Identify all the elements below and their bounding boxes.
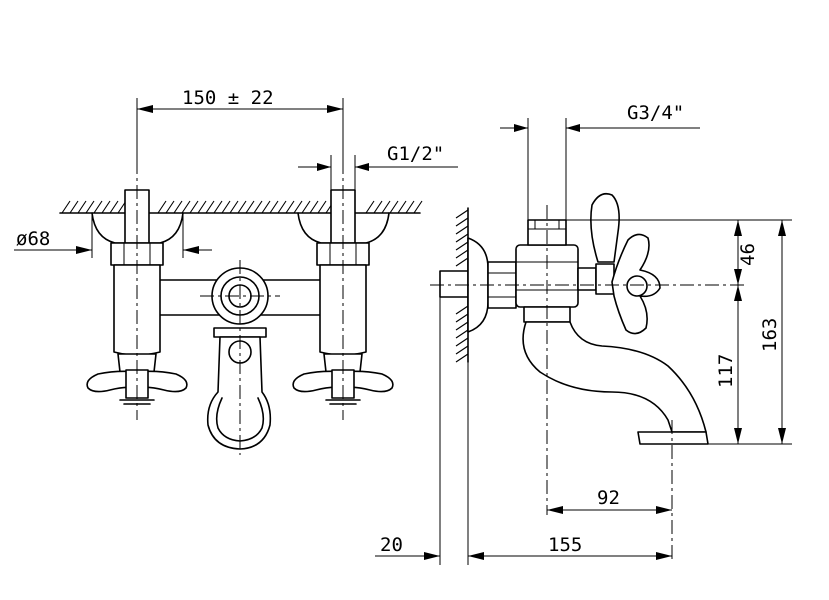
label-spout-reach: 92 (597, 487, 620, 509)
hatch-line (173, 200, 183, 214)
hatch-line (109, 200, 119, 214)
dim-spout-reach: 92 (547, 487, 672, 514)
hatch-line (205, 200, 215, 214)
hatch-line (293, 200, 303, 214)
hatch-line (455, 249, 469, 259)
front-wall (59, 200, 423, 214)
hatch-line (309, 200, 319, 214)
hatch-line (455, 257, 469, 267)
hatch-line (93, 200, 103, 214)
label-handle-height: 46 (737, 243, 759, 266)
hatch-line (317, 200, 327, 214)
hatch-line (455, 305, 469, 315)
dim-horizontal-bottom: 20 155 (375, 297, 672, 565)
hatch-line (85, 200, 95, 214)
hatch-line (389, 200, 399, 214)
hatch-line (77, 200, 87, 214)
hatch-line (455, 353, 469, 363)
hatch-line (301, 200, 311, 214)
label-front-width: 150 ± 22 (182, 87, 274, 109)
hatch-line (455, 225, 469, 235)
side-view: G3/4" 46 117 163 92 (375, 102, 792, 565)
hatch-line (61, 200, 71, 214)
hatch-line (455, 321, 469, 331)
hatch-line (365, 200, 375, 214)
side-spout-tip (637, 431, 709, 445)
hatch-line (213, 200, 223, 214)
front-view: 150 ± 22 G1/2" ø68 (14, 87, 458, 455)
hatch-line (253, 200, 263, 214)
hatch-line (455, 217, 469, 227)
dim-front-width: 150 ± 22 (136, 87, 344, 160)
hatch-line (165, 200, 175, 214)
hatch-line (455, 345, 469, 355)
dim-rosette-diameter: ø68 (14, 213, 212, 258)
label-spout-height: 117 (715, 354, 737, 388)
hatch-line (455, 209, 469, 219)
hatch-line (455, 233, 469, 243)
hatch-line (181, 200, 191, 214)
side-spout (522, 321, 707, 433)
side-inlet-pipe (439, 270, 469, 298)
label-rosette-diameter: ø68 (16, 228, 50, 250)
hatch-line (397, 200, 407, 214)
hatch-line (413, 200, 423, 214)
hatch-line (455, 329, 469, 339)
hatch-line (221, 200, 231, 214)
hatch-line (405, 200, 415, 214)
side-handle (577, 192, 661, 335)
dim-inlet-thread: G1/2" (298, 143, 458, 190)
spout-neck (213, 327, 267, 338)
hatch-line (69, 200, 79, 214)
hatch-line (269, 200, 279, 214)
dim-vertical: 46 117 163 (566, 219, 792, 445)
label-wall-projection: 155 (548, 534, 582, 556)
hatch-line (381, 200, 391, 214)
hatch-line (237, 200, 247, 214)
dim-outlet-thread: G3/4" (500, 102, 700, 220)
label-total-height: 163 (759, 318, 781, 352)
hatch-line (285, 200, 295, 214)
label-outlet-thread: G3/4" (627, 102, 684, 124)
hatch-line (189, 200, 199, 214)
hatch-line (455, 241, 469, 251)
hatch-line (455, 337, 469, 347)
hatch-line (229, 200, 239, 214)
label-wall-offset: 20 (380, 534, 403, 556)
hatch-line (455, 313, 469, 323)
hatch-line (101, 200, 111, 214)
label-inlet-thread: G1/2" (387, 143, 444, 165)
hatch-line (157, 200, 167, 214)
hatch-line (197, 200, 207, 214)
hatch-line (261, 200, 271, 214)
hatch-line (245, 200, 255, 214)
hatch-line (277, 200, 287, 214)
hatch-line (373, 200, 383, 214)
